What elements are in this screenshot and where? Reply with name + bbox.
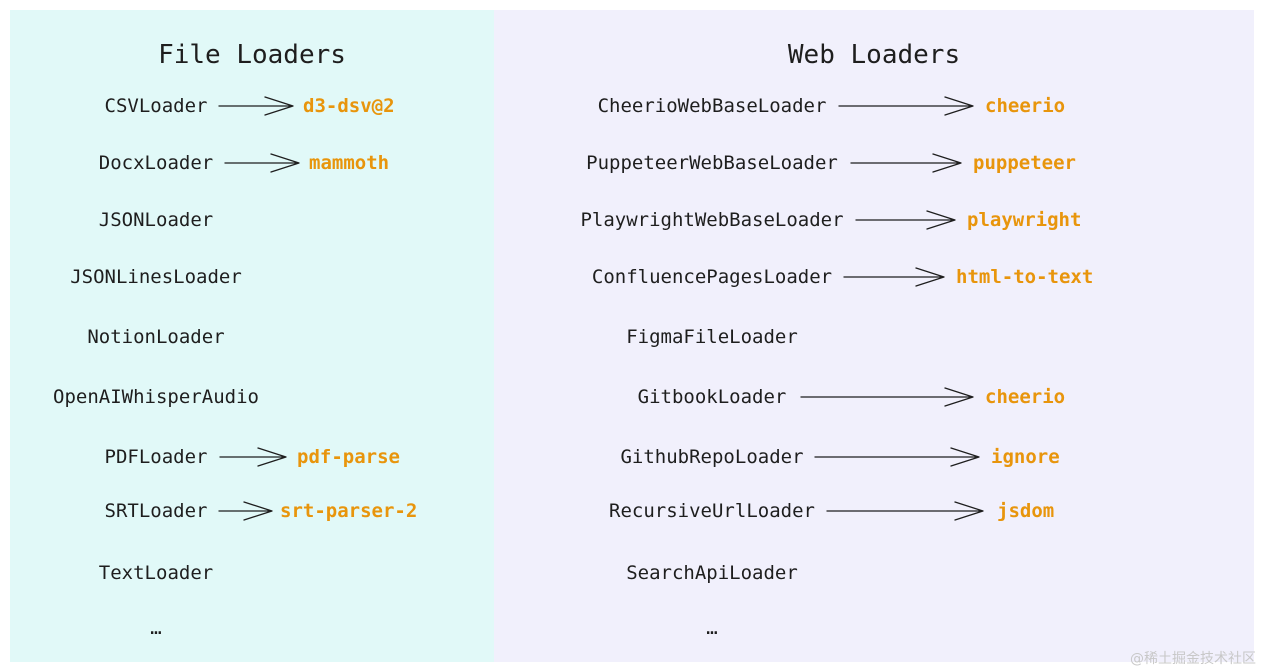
loader-name: JSONLinesLoader <box>70 266 242 288</box>
loader-name: ConfluencePagesLoader <box>591 266 833 288</box>
dependency-package: pdf-parse <box>297 446 400 468</box>
loader-name: TextLoader <box>98 562 214 584</box>
dependency-package: d3-dsv@2 <box>303 95 395 117</box>
watermark: @稀土掘金技术社区 <box>1130 651 1256 667</box>
loader-name: SRTLoader <box>104 500 208 522</box>
arrow-line <box>838 96 974 116</box>
arrow-icon <box>218 96 294 116</box>
arrow-line <box>224 153 300 173</box>
loader-name: RecursiveUrlLoader <box>609 500 815 522</box>
loader-name: OpenAIWhisperAudio <box>53 386 259 408</box>
loader-row: PlaywrightWebBaseLoader playwright <box>494 205 1254 235</box>
dependency-package: srt-parser-2 <box>280 500 418 522</box>
loader-row: NotionLoader <box>10 322 494 352</box>
web-loaders-title: Web Loaders <box>787 40 961 70</box>
loader-row: TextLoader <box>10 558 494 588</box>
loader-name: DocxLoader <box>98 152 214 174</box>
loader-name: PlaywrightWebBaseLoader <box>580 209 844 231</box>
loader-row: JSONLoader <box>10 205 494 235</box>
loader-name: FigmaFileLoader <box>626 326 798 348</box>
loader-row: OpenAIWhisperAudio <box>10 382 494 412</box>
arrow-icon <box>218 501 273 521</box>
loader-name: SearchApiLoader <box>626 562 798 584</box>
loader-row: ConfluencePagesLoader html-to-text <box>494 262 1254 292</box>
loader-row: DocxLoader mammoth <box>10 148 494 178</box>
loader-row: … <box>494 613 1254 643</box>
loader-row: SearchApiLoader <box>494 558 1254 588</box>
arrow-icon <box>800 387 974 407</box>
arrow-icon <box>850 153 962 173</box>
loader-name: PuppeteerWebBaseLoader <box>586 152 838 174</box>
loader-row: FigmaFileLoader <box>494 322 1254 352</box>
loader-name: PDFLoader <box>104 446 208 468</box>
arrow-line <box>826 501 984 521</box>
arrow-line <box>855 210 956 230</box>
arrow-icon <box>838 96 974 116</box>
loader-name: NotionLoader <box>87 326 225 348</box>
arrow-line <box>814 447 980 467</box>
arrow-icon <box>855 210 956 230</box>
loader-name: GithubRepoLoader <box>620 446 804 468</box>
dependency-package: puppeteer <box>973 152 1076 174</box>
loader-name: … <box>150 617 162 639</box>
dependency-package: jsdom <box>997 500 1055 522</box>
arrow-icon <box>843 267 945 287</box>
loader-row: GithubRepoLoader ignore <box>494 442 1254 472</box>
loader-row: PuppeteerWebBaseLoader puppeteer <box>494 148 1254 178</box>
loader-name: CSVLoader <box>104 95 208 117</box>
arrow-line <box>850 153 962 173</box>
loader-name: CheerioWebBaseLoader <box>597 95 827 117</box>
arrow-line <box>218 96 294 116</box>
dependency-package: ignore <box>991 446 1060 468</box>
loader-row: PDFLoader pdf-parse <box>10 442 494 472</box>
dependency-package: html-to-text <box>956 266 1094 288</box>
arrow-icon <box>814 447 980 467</box>
arrow-line <box>218 501 273 521</box>
dependency-package: mammoth <box>309 152 390 174</box>
arrow-line <box>219 447 287 467</box>
loader-name: JSONLoader <box>98 209 214 231</box>
dependency-package: cheerio <box>985 95 1066 117</box>
loader-row: SRTLoader srt-parser-2 <box>10 496 494 526</box>
loader-row: CSVLoader d3-dsv@2 <box>10 91 494 121</box>
loader-row: JSONLinesLoader <box>10 262 494 292</box>
loader-name: … <box>706 617 718 639</box>
loader-name: GitbookLoader <box>637 386 787 408</box>
arrow-icon <box>224 153 300 173</box>
dependency-package: playwright <box>967 209 1082 231</box>
file-loaders-title: File Loaders <box>158 40 346 70</box>
loader-row: RecursiveUrlLoader jsdom <box>494 496 1254 526</box>
dependency-package: cheerio <box>985 386 1066 408</box>
arrow-line <box>843 267 945 287</box>
arrow-icon <box>826 501 984 521</box>
loader-row: GitbookLoader cheerio <box>494 382 1254 412</box>
arrow-icon <box>219 447 287 467</box>
loader-row: … <box>10 613 494 643</box>
loader-row: CheerioWebBaseLoader cheerio <box>494 91 1254 121</box>
arrow-line <box>800 387 974 407</box>
